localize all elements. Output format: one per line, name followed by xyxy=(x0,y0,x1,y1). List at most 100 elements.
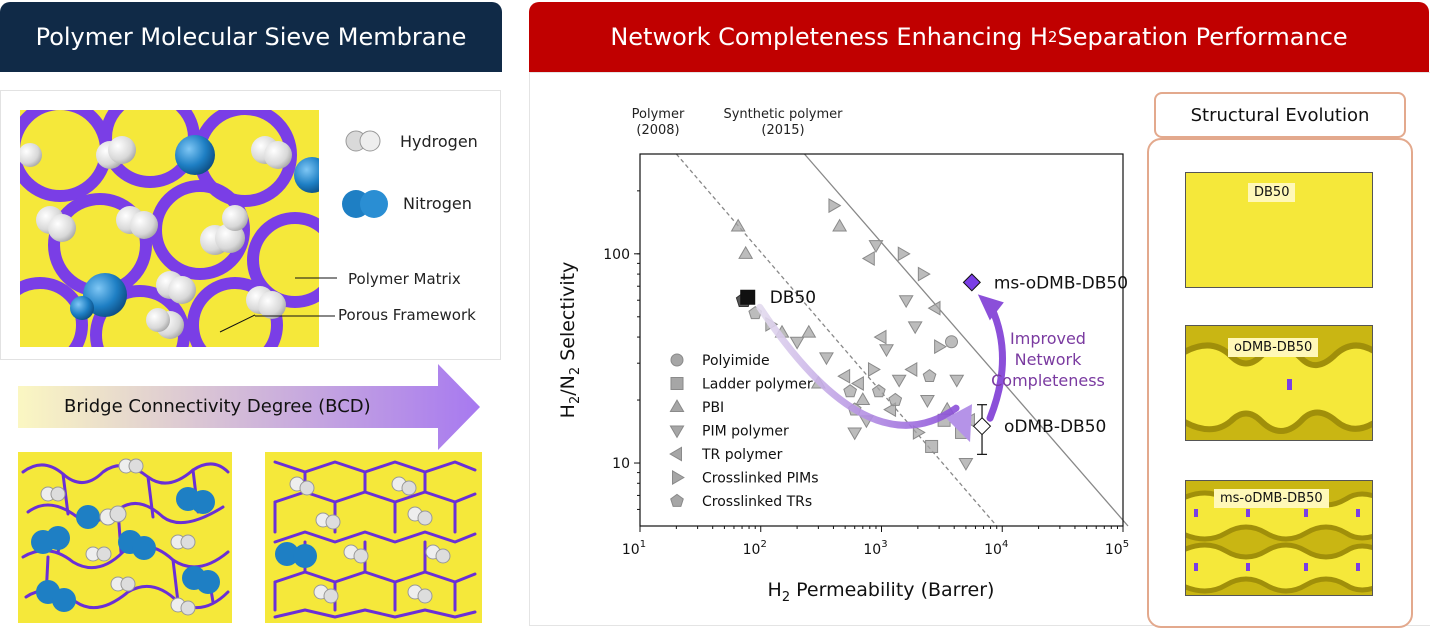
literature-point xyxy=(837,368,851,384)
literature-point xyxy=(879,344,894,358)
literature-point xyxy=(883,402,897,418)
legend-marker-triangle-right xyxy=(672,470,685,485)
legend-nitrogen-label: Nitrogen xyxy=(403,194,472,213)
nitrogen-molecule-icon xyxy=(342,190,388,218)
axis-ticks: 101 102 103 104 105 10 100 xyxy=(603,190,1129,558)
literature-point xyxy=(904,362,918,377)
this-work-point-db50 xyxy=(740,289,756,305)
literature-point xyxy=(730,218,746,232)
this-work-point-odmb-db50 xyxy=(972,417,992,436)
literature-point xyxy=(861,251,875,266)
literature-point xyxy=(828,198,842,214)
literature-point xyxy=(919,395,935,408)
literature-point xyxy=(898,295,914,309)
literature-point xyxy=(945,335,959,349)
x-tick-label: 104 xyxy=(984,539,1008,558)
literature-point xyxy=(847,427,863,441)
literature-point xyxy=(738,245,754,259)
literature-markers xyxy=(730,198,975,471)
odmb-channel-svg xyxy=(1186,342,1372,434)
this-work-label-db50: DB50 xyxy=(770,288,816,308)
upper-bound-lines xyxy=(675,153,1129,527)
pore-structure-illustration xyxy=(20,110,319,347)
x-tick-label: 105 xyxy=(1105,539,1129,558)
bcd-arrow-label: Bridge Connectivity Degree (BCD) xyxy=(64,396,371,417)
literature-point xyxy=(927,300,941,316)
literature-point xyxy=(867,362,881,377)
literature-point xyxy=(873,329,887,345)
this-work-point-ms-odmb-db50 xyxy=(962,273,981,292)
bound-label-2008: Polymer(2008) xyxy=(632,107,685,138)
high-bcd-network xyxy=(265,452,482,623)
legend-label: Polyimide xyxy=(702,353,770,369)
literature-point xyxy=(851,376,864,391)
literature-point xyxy=(949,374,965,388)
left-top-frame xyxy=(0,90,501,360)
literature-point xyxy=(801,324,817,338)
legend-label: PBI xyxy=(702,400,724,416)
trend-arrow-odmb-to-ms xyxy=(986,304,1006,422)
literature-point xyxy=(871,384,886,398)
x-tick-label: 102 xyxy=(743,539,767,558)
literature-point xyxy=(958,458,974,471)
x-tick-label: 101 xyxy=(622,539,646,558)
literature-point xyxy=(832,218,848,232)
legend-label: Crosslinked TRs xyxy=(702,494,812,510)
porous-framework-label: Porous Framework xyxy=(338,306,476,324)
legend-label: Crosslinked PIMs xyxy=(702,471,819,487)
selectivity-permeability-chart: Polymer(2008) Synthetic polymer(2015) DB… xyxy=(557,107,1129,605)
structure-label-db50: DB50 xyxy=(1248,183,1296,202)
this-work-label-odmb-db50: oDMB-DB50 xyxy=(1004,417,1106,437)
literature-point xyxy=(789,336,805,350)
literature-point xyxy=(891,374,907,388)
literature-point xyxy=(888,392,903,406)
pointer-lines xyxy=(255,277,337,317)
upper-bound-line-2015 xyxy=(803,153,1129,527)
literature-point xyxy=(934,339,948,355)
literature-point xyxy=(818,352,834,366)
legend-label: PIM polymer xyxy=(702,424,789,440)
literature-point xyxy=(843,384,858,398)
literature-point xyxy=(907,321,923,335)
upper-bound-labels: Polymer(2008) Synthetic polymer(2015) xyxy=(632,107,843,138)
structure-panel-db50: DB50 xyxy=(1185,172,1373,288)
structure-label-odmb-db50: oDMB-DB50 xyxy=(1228,338,1319,357)
bcd-arrow xyxy=(18,364,480,450)
y-tick-label: 100 xyxy=(603,247,630,263)
literature-point xyxy=(868,240,884,254)
literature-point xyxy=(922,368,937,383)
this-work-label-ms-odmb-db50: ms-oDMB-DB50 xyxy=(994,273,1128,293)
legend-marker-pentagon xyxy=(670,493,684,507)
structure-panel-odmb-db50: oDMB-DB50 xyxy=(1185,325,1373,441)
hydrogen-molecule-icon xyxy=(345,130,381,152)
literature-point xyxy=(897,246,911,262)
upper-bound-line-2008 xyxy=(675,153,998,527)
left-panel-title: Polymer Molecular Sieve Membrane xyxy=(0,2,502,72)
literature-point xyxy=(855,392,871,406)
legend-label: Ladder polymer xyxy=(702,377,813,393)
structural-evolution-title: Structural Evolution xyxy=(1154,92,1406,138)
x-axis-label: H2 Permeability (Barrer) xyxy=(768,579,995,605)
literature-point xyxy=(925,439,939,453)
trend-arrow-db50-to-odmb xyxy=(756,303,960,429)
literature-point xyxy=(917,266,931,282)
x-tick-label: 103 xyxy=(863,539,887,558)
trend-arrows xyxy=(756,294,1006,443)
legend-marker-triangle-left xyxy=(669,446,682,462)
structure-panel-ms-odmb-db50: ms-oDMB-DB50 xyxy=(1185,480,1373,596)
legend-marker-triangle-down xyxy=(669,425,685,439)
polymer-matrix-label: Polymer Matrix xyxy=(348,270,461,288)
y-tick-label: 10 xyxy=(612,456,630,472)
legend-label: TR polymer xyxy=(701,447,783,463)
legend-marker-triangle-up xyxy=(669,399,685,412)
legend-marker-circle xyxy=(670,353,684,367)
this-work-markers: DB50 oDMB-DB50 ms-oDMB-DB50 xyxy=(735,273,1128,455)
center-panel-frame xyxy=(529,72,1430,626)
y-axis-label: H2/N2 Selectivity xyxy=(557,262,583,419)
literature-point xyxy=(912,424,926,440)
low-bcd-network xyxy=(18,452,232,623)
